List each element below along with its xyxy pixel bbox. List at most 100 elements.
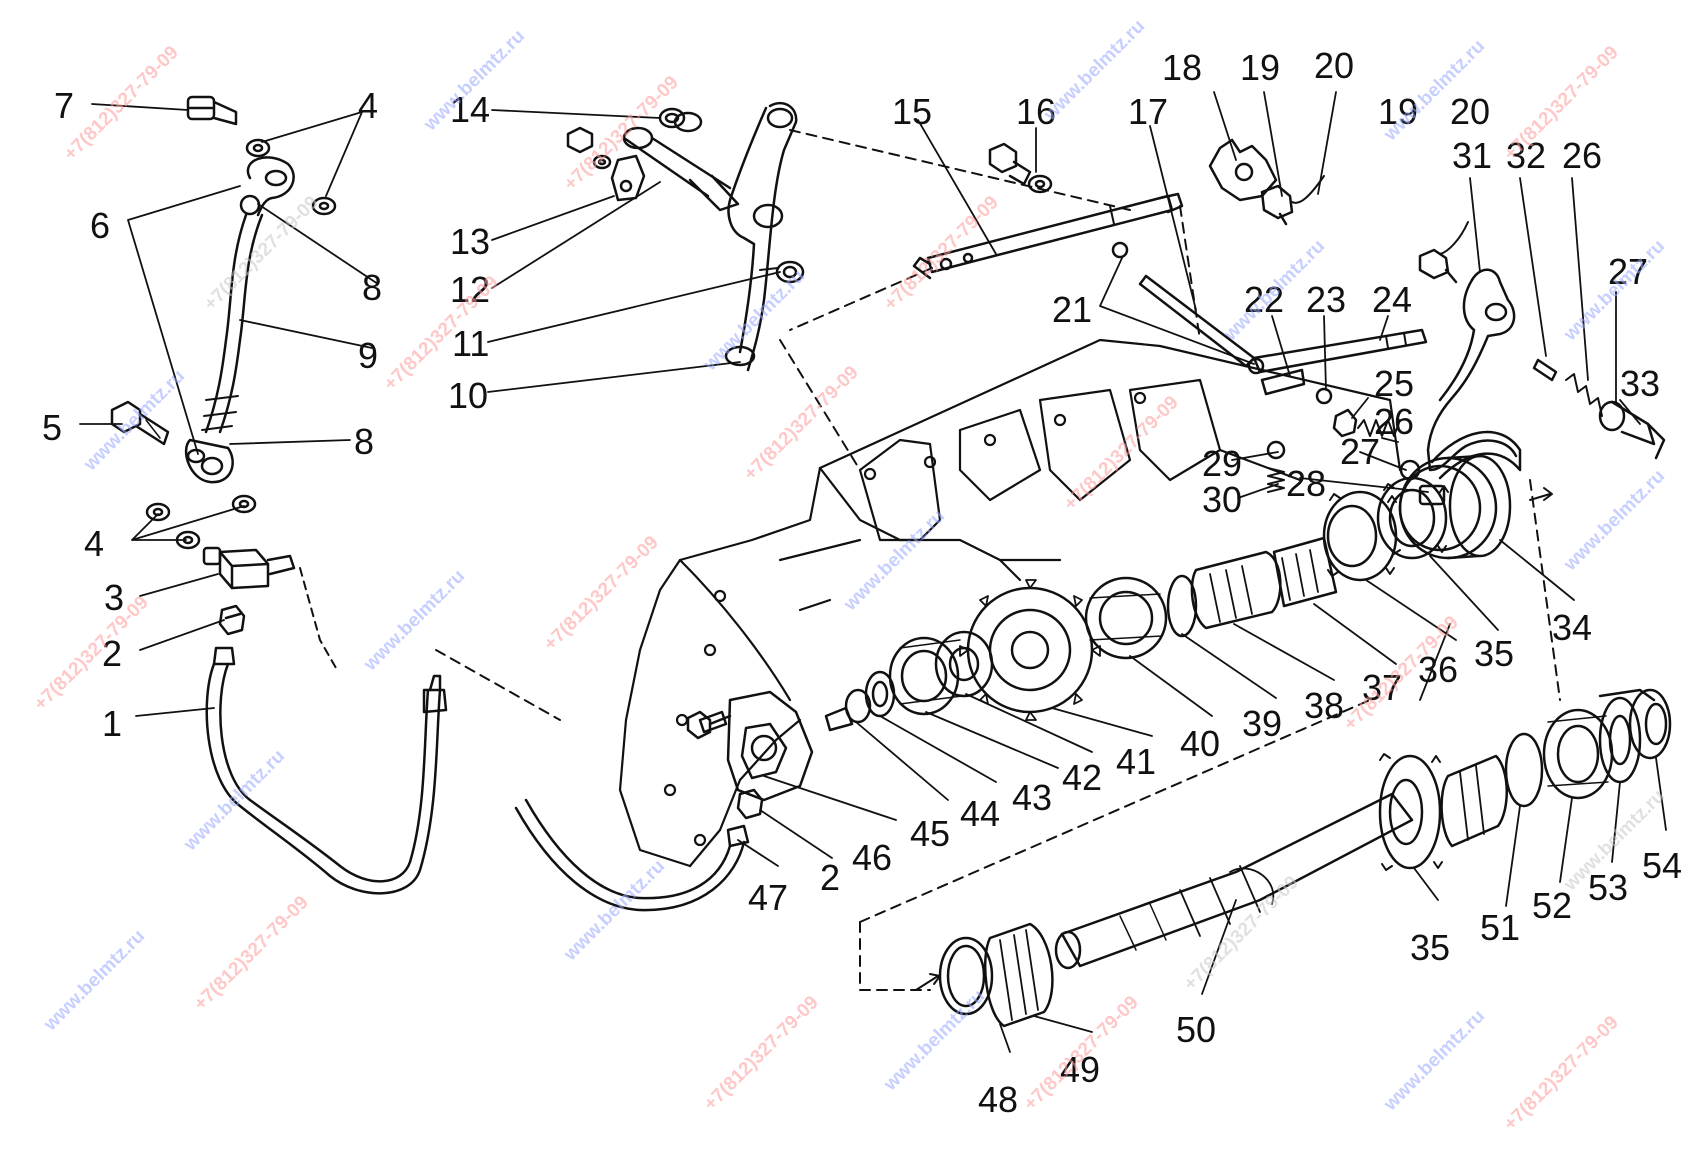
bushing-38: [1190, 550, 1282, 630]
shaft-stub-45: [824, 706, 854, 732]
callout-50: 50: [1176, 1009, 1216, 1050]
bearing-42: [934, 630, 994, 698]
callout-25: 25: [1374, 363, 1414, 404]
callout-2-left: 2: [102, 633, 122, 674]
callout-5: 5: [42, 407, 62, 448]
fork-31: [1426, 268, 1522, 480]
ball-23: [1315, 387, 1333, 405]
callout-22: 22: [1244, 279, 1284, 320]
tee-3: [202, 546, 296, 590]
callout-31: 31: [1452, 135, 1492, 176]
callout-49: 49: [1060, 1049, 1100, 1090]
callout-32: 32: [1506, 135, 1546, 176]
callout-13: 13: [450, 221, 490, 262]
callout-2-right: 2: [820, 857, 840, 898]
callout-17: 17: [1128, 91, 1168, 132]
callout-20-right: 20: [1450, 91, 1490, 132]
callout-35-top: 35: [1474, 633, 1514, 674]
spring-26-left: [1357, 419, 1401, 437]
callout-7: 7: [54, 85, 74, 126]
callout-23: 23: [1306, 279, 1346, 320]
callout-46: 46: [852, 837, 892, 878]
callout-9: 9: [358, 335, 378, 376]
callout-4-bottom: 4: [84, 523, 104, 564]
callout-29: 29: [1202, 443, 1242, 484]
lever-10: [724, 101, 798, 372]
callout-16: 16: [1016, 91, 1056, 132]
callout-4-top: 4: [358, 85, 378, 126]
pin-22: [1260, 368, 1306, 396]
bolt-46: [686, 710, 732, 740]
callout-51: 51: [1480, 907, 1520, 948]
shaft-12: [622, 111, 740, 212]
callout-labels: 7 4 6 8 9 5 8 4 3 2 1 14 13 12 11 10 15 …: [42, 45, 1682, 1120]
callout-14: 14: [450, 89, 490, 130]
callout-26-right: 26: [1562, 135, 1602, 176]
callout-21: 21: [1052, 289, 1092, 330]
shaft-50: [1054, 792, 1414, 970]
callout-27-left: 27: [1340, 431, 1380, 472]
callout-45: 45: [910, 813, 950, 854]
callout-15: 15: [892, 91, 932, 132]
bolt-19-right: [1418, 248, 1458, 284]
fitting-2-left: [218, 604, 246, 636]
callout-20-top: 20: [1314, 45, 1354, 86]
callout-41: 41: [1116, 741, 1156, 782]
bolt-5: [110, 400, 170, 446]
callout-12: 12: [450, 269, 490, 310]
callout-28: 28: [1286, 463, 1326, 504]
callout-18: 18: [1162, 47, 1202, 88]
callout-27-right: 27: [1608, 251, 1648, 292]
plunger-25: [1332, 408, 1358, 438]
rod-24: [1252, 328, 1428, 374]
part-drawings: [79, 91, 1672, 1053]
callout-47: 47: [748, 877, 788, 918]
washers-4-top: [245, 138, 337, 216]
bolt-16: [988, 142, 1053, 194]
gear-36: [1322, 490, 1398, 582]
bushing-51: [1440, 754, 1508, 848]
callout-34: 34: [1552, 607, 1592, 648]
leader-lines: [79, 91, 1667, 1053]
spring-32: [1565, 373, 1603, 417]
spring-30: [1267, 467, 1285, 493]
callout-6: 6: [90, 205, 110, 246]
seal-45: [844, 688, 872, 724]
callout-43: 43: [1012, 777, 1052, 818]
bolt-7: [186, 95, 238, 126]
wire-20-right: [1439, 221, 1469, 255]
assembly-lines: [435, 129, 1561, 991]
ring-39: [1166, 574, 1198, 638]
sleeve-34: [1398, 454, 1512, 560]
circlip-14: [658, 107, 686, 129]
callout-39: 39: [1242, 703, 1282, 744]
bearing-37: [1272, 536, 1338, 608]
tube-1: [205, 646, 448, 895]
callout-26-left: 26: [1374, 401, 1414, 442]
rod-17: [1138, 274, 1256, 368]
nut-54: [1598, 688, 1672, 760]
arrow-right: [1529, 487, 1553, 501]
plunger-33: [1598, 400, 1666, 460]
callout-54: 54: [1642, 845, 1682, 886]
pin-32: [1532, 358, 1558, 382]
callout-24: 24: [1372, 279, 1412, 320]
callout-52: 52: [1532, 885, 1572, 926]
callout-8-bottom: 8: [354, 421, 374, 462]
gear-49: [983, 922, 1054, 1028]
synchro-40: [1084, 576, 1168, 660]
bearing-43: [888, 636, 963, 716]
callout-53: 53: [1588, 867, 1628, 908]
gearbox-housing: [618, 338, 1402, 868]
callout-42: 42: [1062, 757, 1102, 798]
circlip-48: [938, 936, 994, 1016]
arrow-left: [915, 973, 941, 991]
callout-33: 33: [1620, 363, 1660, 404]
callout-3: 3: [104, 577, 124, 618]
washer-53: [1598, 696, 1642, 784]
callout-44: 44: [960, 793, 1000, 834]
callout-40: 40: [1180, 723, 1220, 764]
callout-10: 10: [448, 375, 488, 416]
callout-35-bottom: 35: [1410, 927, 1450, 968]
gear-41: [959, 579, 1101, 721]
